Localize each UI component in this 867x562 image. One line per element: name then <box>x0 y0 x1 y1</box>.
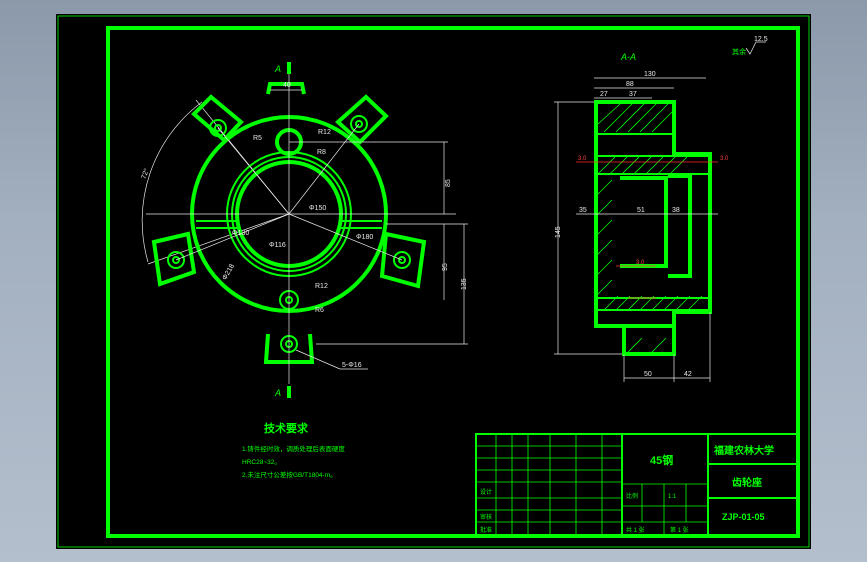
angle-ext-2 <box>147 213 290 265</box>
dim-angle: 72° <box>140 167 151 180</box>
section-view: A-A 130 88 27 37 <box>554 52 729 382</box>
dim-d116: Φ116 <box>269 242 286 249</box>
notes-line-3: 2.未注尺寸公差按GB/T1804-m。 <box>242 470 337 479</box>
lug-top-right <box>335 94 389 145</box>
hole-top-right-inner <box>355 120 363 128</box>
radial-line-1 <box>175 213 290 261</box>
radial-line-4 <box>288 123 360 215</box>
dim-42: 42 <box>684 371 692 378</box>
hole-top-left-inner <box>214 124 222 132</box>
lug-right <box>379 231 427 289</box>
dim-holes: 5-Φ16 <box>342 362 362 369</box>
dim-r8: R8 <box>317 149 326 156</box>
hole-left <box>167 251 185 269</box>
angle-arc <box>141 101 203 263</box>
approver-label: 批准 <box>480 526 492 534</box>
material: 45钢 <box>650 453 673 467</box>
title-block: 45钢 福建农林大学 齿轮座 ZJP-01-05 比例 1:1 共 1 张 第 … <box>475 433 799 537</box>
hole-right-inner <box>398 256 406 264</box>
dim-d218: Φ218 <box>221 263 236 282</box>
roughness-check-icon <box>745 41 766 55</box>
designer-label: 设计 <box>480 488 492 496</box>
dim-d150: Φ150 <box>309 205 326 212</box>
radial-line-2 <box>288 213 403 261</box>
dim-r5: R5 <box>253 135 262 142</box>
section-mark-top-bar <box>287 62 291 74</box>
lugs <box>151 82 427 364</box>
section-mark-bottom: A <box>274 388 281 398</box>
technical-notes: 技术要求 1.铸件经时效，调质处理后表面硬度 HRC28~32。 2.未注尺寸公… <box>242 421 345 479</box>
dim-135: 135 <box>461 278 468 290</box>
hole-top-right <box>350 115 368 133</box>
dim-r6: R6 <box>315 307 324 314</box>
cad-drawing: 72° <box>57 15 810 548</box>
part-name: 齿轮座 <box>732 476 762 489</box>
dim-c1: 3.0 <box>578 156 587 162</box>
dim-d130: Φ130 <box>232 230 249 237</box>
title-block-frame <box>475 433 799 537</box>
hole-right <box>393 251 411 269</box>
sheet-number: 第 1 张 <box>670 526 689 534</box>
dim-d180: Φ180 <box>356 234 373 241</box>
drawing-number: ZJP-01-05 <box>722 512 765 522</box>
dim-38: 38 <box>672 207 680 214</box>
radial-line-3 <box>217 127 290 215</box>
dim-95: 95 <box>442 263 449 271</box>
dim-40: 40 <box>283 82 291 89</box>
drawing-frame <box>106 26 800 538</box>
dim-r12-top: R12 <box>318 129 331 136</box>
plan-view: 72° <box>140 62 468 398</box>
section-mark-top: A <box>274 64 281 74</box>
dim-37: 37 <box>629 91 637 98</box>
hole-left-inner <box>172 256 180 264</box>
dim-27: 27 <box>600 91 608 98</box>
dim-50: 50 <box>644 371 652 378</box>
school-name: 福建农林大学 <box>713 444 774 457</box>
section-bore <box>620 176 668 268</box>
dim-145: 145 <box>555 226 562 238</box>
notes-line-1: 1.铸件经时效，调质处理后表面硬度 <box>242 444 345 453</box>
dim-c2: 3.0 <box>720 156 729 162</box>
section-step <box>668 174 692 278</box>
hatch-pattern <box>597 103 703 353</box>
section-title: A-A <box>620 52 636 62</box>
scale-value: 1:1 <box>668 494 677 500</box>
dim-c3: 3.0 <box>636 260 645 266</box>
scale-label: 比例 <box>626 492 638 500</box>
lug-top-left <box>191 94 244 143</box>
lug-top <box>266 82 306 95</box>
title-block-grid <box>476 434 708 536</box>
sheet-total: 共 1 张 <box>626 526 645 534</box>
dim-130: 130 <box>644 71 656 78</box>
section-outline <box>594 100 712 356</box>
sheet-outer-border <box>57 15 810 548</box>
section-mark-bottom-bar <box>287 386 291 398</box>
checker-label: 审核 <box>480 513 492 521</box>
roughness-value: 12.5 <box>754 36 768 43</box>
dim-85: 85 <box>445 179 452 187</box>
leader-holes <box>295 349 341 370</box>
roughness-symbol: 其余 12.5 <box>732 36 768 56</box>
notes-title: 技术要求 <box>264 421 309 435</box>
notes-line-2: HRC28~32。 <box>242 459 281 466</box>
lug-left <box>151 231 197 287</box>
dim-35: 35 <box>579 207 587 214</box>
dim-r12-bottom: R12 <box>315 283 328 290</box>
drawing-canvas[interactable]: 72° <box>56 14 811 549</box>
dim-51: 51 <box>637 207 645 214</box>
hole-top-left <box>209 119 227 137</box>
roughness-label: 其余 <box>732 47 746 56</box>
dim-88: 88 <box>626 81 634 88</box>
section-foot <box>622 326 676 356</box>
